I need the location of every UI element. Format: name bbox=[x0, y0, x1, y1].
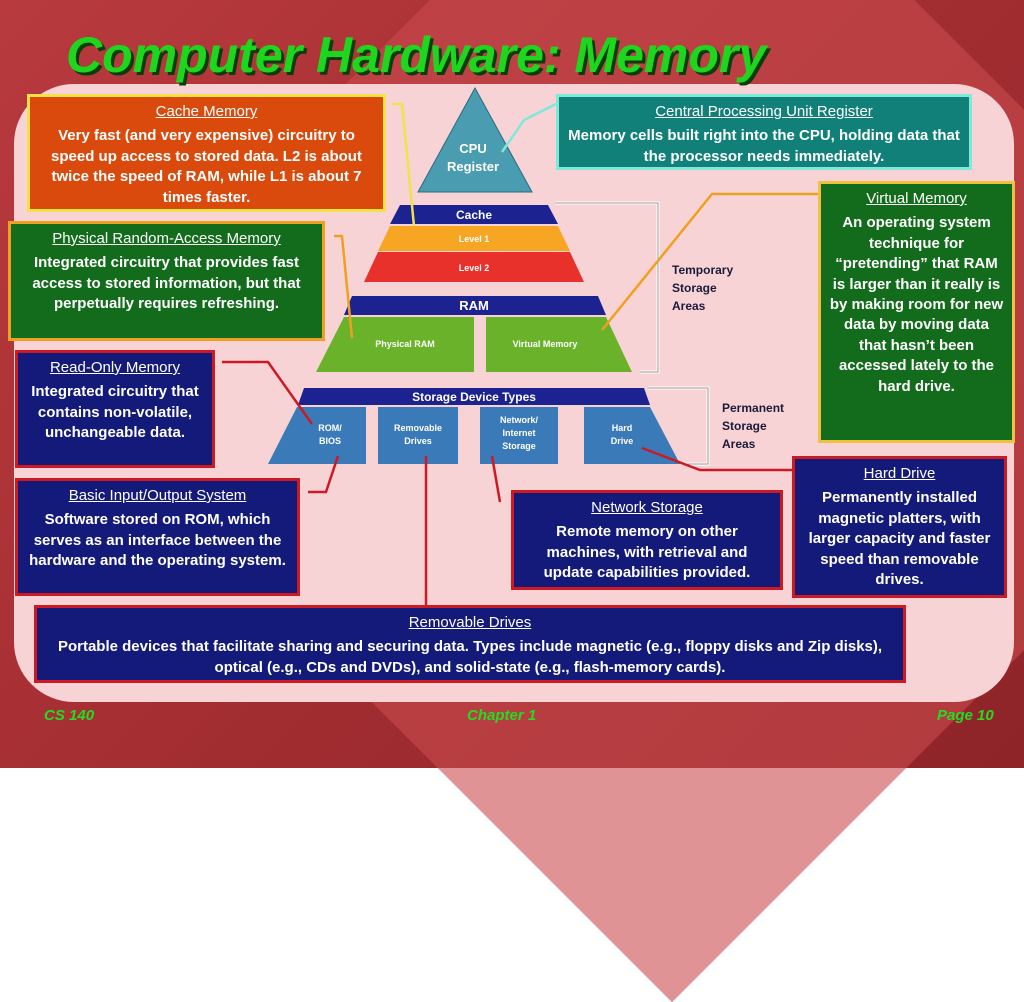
rom-body: Integrated circuitry that contains non-v… bbox=[31, 383, 199, 442]
temporary-label-line1: Temporary bbox=[672, 263, 733, 277]
footer-chapter: Chapter 1 bbox=[467, 707, 537, 724]
cache-memory-heading: Cache Memory bbox=[155, 103, 258, 120]
network-storage-box: Network Storage Remote memory on other m… bbox=[511, 490, 783, 590]
hard-label-line1: Hard bbox=[612, 423, 633, 433]
temporary-label-line2: Storage bbox=[672, 281, 717, 295]
virtual-memory-body: An operating system technique for “prete… bbox=[829, 214, 1004, 395]
bios-body: Software stored on ROM, which serves as … bbox=[29, 511, 286, 570]
level1-label: Level 1 bbox=[459, 234, 490, 244]
pyramid-cpu-register bbox=[417, 86, 533, 193]
cpu-register-body: Memory cells built right into the CPU, h… bbox=[568, 127, 960, 165]
level2-label: Level 2 bbox=[459, 263, 490, 273]
cache-memory-box: Cache Memory Very fast (and very expensi… bbox=[27, 94, 386, 212]
bios-heading: Basic Input/Output System bbox=[68, 487, 247, 504]
network-storage-heading: Network Storage bbox=[591, 499, 703, 516]
physical-ram-heading: Physical Random-Access Memory bbox=[52, 230, 281, 247]
permanent-label-line3: Areas bbox=[722, 437, 756, 451]
rom-label-line2: BIOS bbox=[319, 436, 341, 446]
cache-label: Cache bbox=[456, 208, 492, 222]
cpu-register-heading: Central Processing Unit Register bbox=[655, 103, 873, 120]
hard-drive-body: Permanently installed magnetic platters,… bbox=[808, 489, 991, 588]
pyramid-ram-header bbox=[344, 296, 606, 315]
virtual-memory-box: Virtual Memory An operating system techn… bbox=[818, 181, 1015, 443]
removable-drives-heading: Removable Drives bbox=[408, 614, 532, 631]
hard-drive-heading: Hard Drive bbox=[863, 465, 936, 482]
connector-hard-drive bbox=[641, 446, 792, 472]
removable-label-line2: Drives bbox=[404, 436, 432, 446]
removable-drives-box: Removable Drives Portable devices that f… bbox=[34, 605, 906, 683]
rom-box: Read-Only Memory Integrated circuitry th… bbox=[15, 350, 215, 468]
pyramid-level2 bbox=[364, 252, 584, 282]
connector-bios bbox=[308, 455, 340, 494]
virtual-memory-label: Virtual Memory bbox=[513, 339, 578, 349]
temporary-label-line3: Areas bbox=[672, 299, 706, 313]
footer-course: CS 140 bbox=[44, 707, 95, 724]
pyramid-virtual-memory bbox=[486, 317, 632, 372]
cpu-label-line2: Register bbox=[447, 159, 499, 174]
ram-label: RAM bbox=[459, 298, 489, 313]
pyramid-level1 bbox=[378, 226, 570, 251]
cpu-label-line1: CPU bbox=[459, 141, 486, 156]
hard-drive-box: Hard Drive Permanently installed magneti… bbox=[792, 456, 1007, 598]
pyramid-physical-ram bbox=[316, 317, 474, 372]
permanent-label-line1: Permanent bbox=[722, 401, 784, 415]
connector-cache bbox=[392, 102, 416, 227]
permanent-label-line2: Storage bbox=[722, 419, 767, 433]
pyramid-rom-bios bbox=[268, 407, 366, 464]
rom-heading: Read-Only Memory bbox=[49, 359, 181, 376]
connector-virtual-memory bbox=[601, 192, 818, 331]
slide-title: Computer Hardware: Memory bbox=[66, 27, 767, 83]
bios-box: Basic Input/Output System Software store… bbox=[15, 478, 300, 596]
removable-drives-body: Portable devices that facilitate sharing… bbox=[57, 638, 883, 676]
hard-label-line2: Drive bbox=[611, 436, 634, 446]
connector-rom bbox=[222, 360, 314, 425]
cache-memory-body: Very fast (and very expensive) circuitry… bbox=[51, 127, 362, 206]
connector-cpu bbox=[500, 102, 557, 153]
pyramid-cache-header bbox=[390, 205, 558, 224]
cpu-register-box: Central Processing Unit Register Memory … bbox=[556, 94, 972, 170]
pyramid-network-storage bbox=[480, 407, 558, 464]
physical-ram-box: Physical Random-Access Memory Integrated… bbox=[8, 221, 325, 341]
footer-page: Page 10 bbox=[937, 707, 994, 724]
network-label-line2: Internet bbox=[502, 428, 535, 438]
network-label-line3: Storage bbox=[502, 441, 536, 451]
physical-ram-label: Physical RAM bbox=[375, 339, 435, 349]
rom-label-line1: ROM/ bbox=[318, 423, 342, 433]
removable-label-line1: Removable bbox=[394, 423, 442, 433]
pyramid-storage-header bbox=[298, 388, 650, 405]
storage-types-label: Storage Device Types bbox=[412, 390, 536, 404]
pyramid-removable-drives bbox=[378, 407, 458, 464]
connector-physical-ram bbox=[334, 234, 354, 339]
network-label-line1: Network/ bbox=[500, 415, 539, 425]
connector-network bbox=[490, 455, 502, 503]
network-storage-body: Remote memory on other machines, with re… bbox=[543, 523, 751, 582]
pyramid-hard-drive bbox=[584, 407, 680, 464]
memory-pyramid-diagram: CPU Register Cache Level 1 Level 2 RAM P… bbox=[222, 86, 818, 606]
physical-ram-body: Integrated circuitry that provides fast … bbox=[32, 254, 301, 313]
virtual-memory-heading: Virtual Memory bbox=[866, 190, 967, 207]
